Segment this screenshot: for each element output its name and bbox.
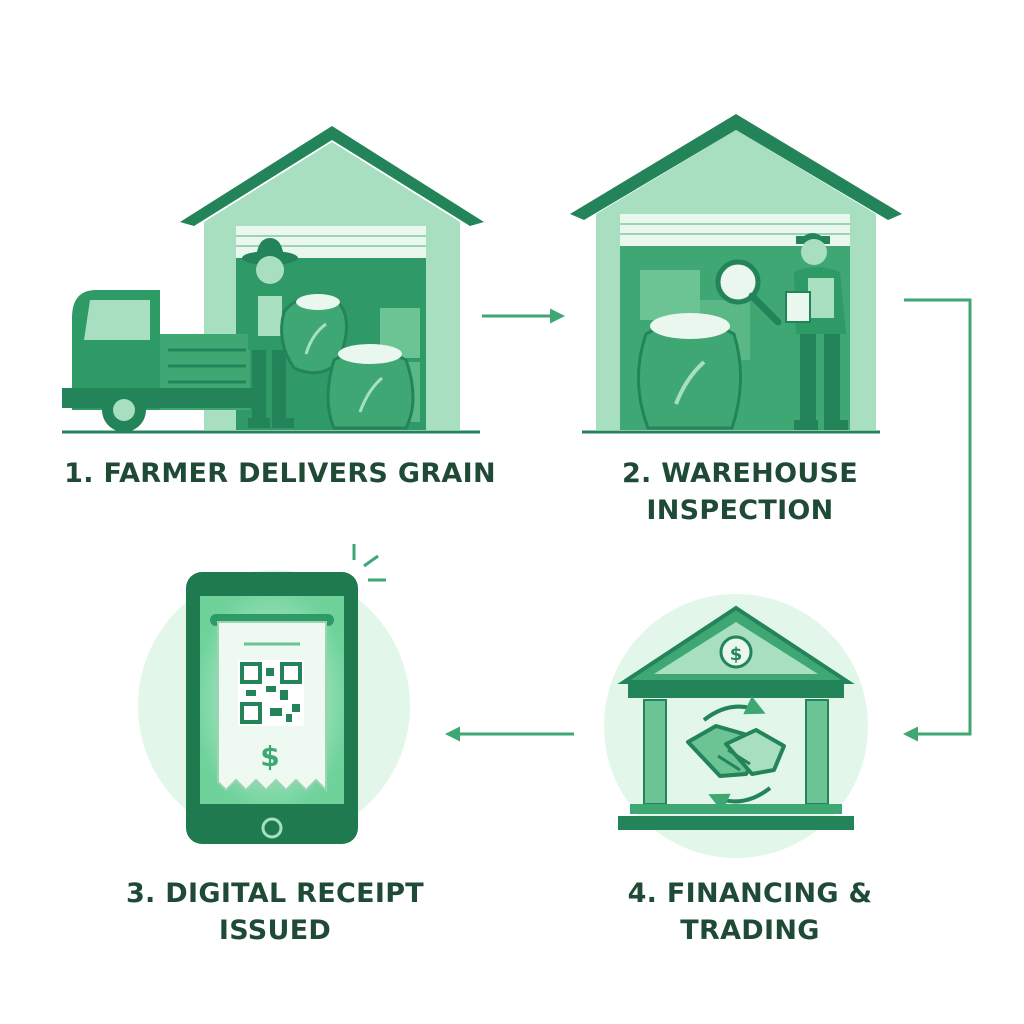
step-label-line: ISSUED [218, 915, 332, 946]
qr-code-icon [238, 660, 304, 726]
step-label-line: TRADING [680, 915, 820, 946]
bank-building-icon [617, 605, 855, 830]
inspector-icon [785, 233, 848, 430]
bank-dollar-icon: $ [730, 644, 743, 665]
step1-farmer-delivery-illustration [62, 126, 484, 434]
magnifying-glass-icon [715, 259, 782, 326]
handshake-icon [686, 724, 786, 778]
arrow-step2-to-step4 [903, 298, 972, 742]
step4-label: 4. FINANCING & TRADING [560, 875, 940, 949]
grain-sack-ground-icon [326, 344, 415, 430]
coin-icon [719, 635, 753, 669]
step1-label: 1. FARMER DELIVERS GRAIN [60, 455, 500, 492]
step-label-line: INSPECTION [646, 495, 834, 526]
grain-sack-icon [637, 313, 742, 430]
step3-label: 3. DIGITAL RECEIPT ISSUED [90, 875, 460, 949]
step3-digital-receipt-illustration: $ [138, 544, 410, 844]
step-label-line: 4. FINANCING & [627, 878, 873, 909]
step-label-line: 2. WAREHOUSE [621, 458, 859, 489]
step2-label: 2. WAREHOUSE INSPECTION [555, 455, 925, 529]
dollar-icon: $ [260, 740, 279, 773]
exchange-arrows-icon [702, 696, 772, 812]
sparkle-icon [352, 544, 386, 582]
step4-financing-trading-illustration: $ [604, 594, 868, 858]
step-label-line: 3. DIGITAL RECEIPT [125, 878, 425, 909]
step2-warehouse-inspection-illustration [570, 114, 902, 434]
clipboard-icon [785, 291, 811, 323]
truck-icon [62, 290, 262, 432]
step-label-line: 1. FARMER DELIVERS GRAIN [64, 458, 496, 489]
